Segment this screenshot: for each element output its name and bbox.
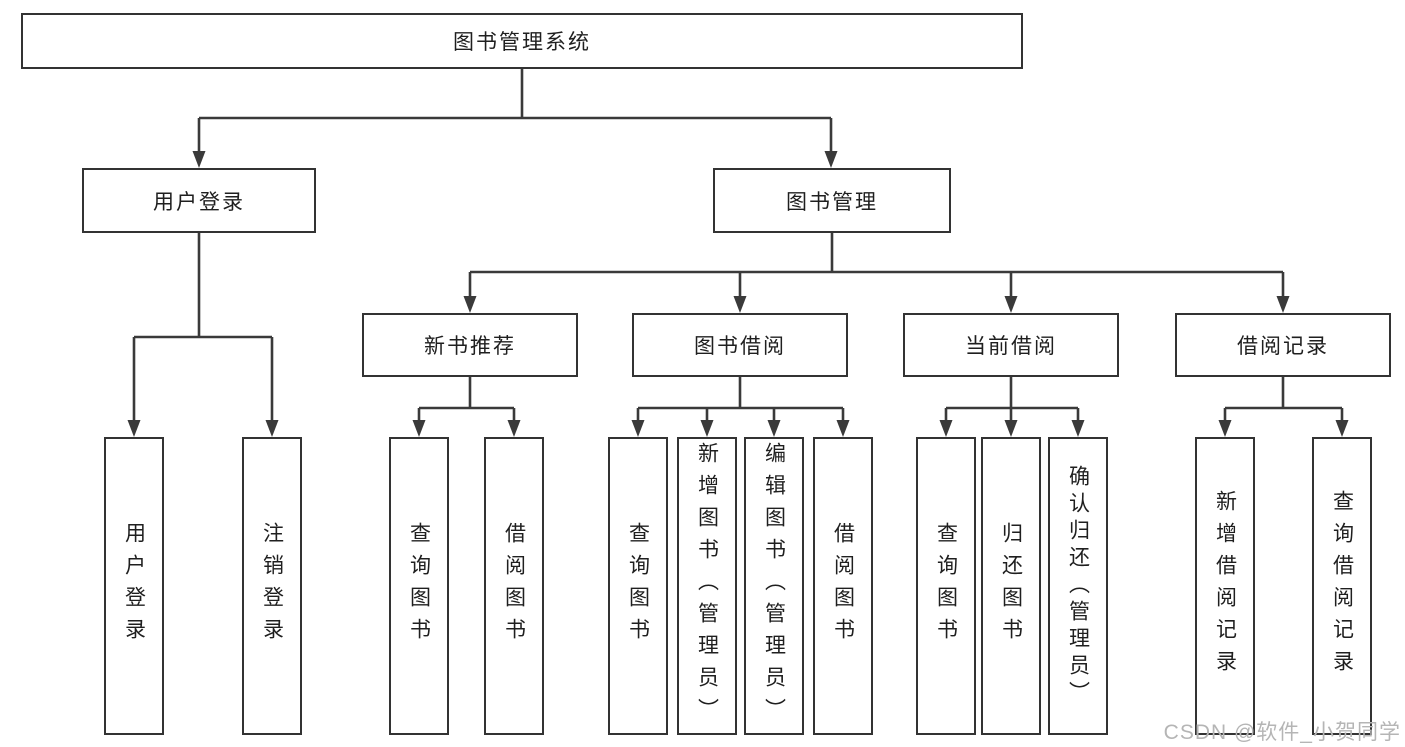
leaf-borrow-books: 借阅图书 xyxy=(484,437,544,735)
leaf-borrow-books-label: 借阅图书 xyxy=(502,522,526,650)
leaf-user-login: 用户登录 xyxy=(104,437,164,735)
leaf-query-books-2: 查询图书 xyxy=(608,437,668,735)
node-book-management: 图书管理 xyxy=(713,168,951,233)
leaf-confirm-return-admin: 确认归还（管理员） xyxy=(1048,437,1108,735)
node-current-borrowing: 当前借阅 xyxy=(903,313,1119,377)
leaf-edit-books-admin-label: 编辑图书（管理员） xyxy=(762,442,786,730)
leaf-query-books-2-label: 查询图书 xyxy=(626,522,650,650)
node-book-borrowing: 图书借阅 xyxy=(632,313,848,377)
leaf-add-borrow-record-label: 新增借阅记录 xyxy=(1213,490,1237,682)
leaf-edit-books-admin: 编辑图书（管理员） xyxy=(744,437,804,735)
leaf-add-borrow-record: 新增借阅记录 xyxy=(1195,437,1255,735)
leaf-return-books: 归还图书 xyxy=(981,437,1041,735)
leaf-logout-login: 注销登录 xyxy=(242,437,302,735)
leaf-add-books-admin: 新增图书（管理员） xyxy=(677,437,737,735)
node-user-login: 用户登录 xyxy=(82,168,316,233)
leaf-query-books-3: 查询图书 xyxy=(916,437,976,735)
node-new-book-recommend: 新书推荐 xyxy=(362,313,578,377)
leaf-user-login-label: 用户登录 xyxy=(122,522,146,650)
leaf-query-books: 查询图书 xyxy=(389,437,449,735)
leaf-query-borrow-record-label: 查询借阅记录 xyxy=(1330,490,1354,682)
leaf-confirm-return-admin-label: 确认归还（管理员） xyxy=(1066,464,1090,708)
leaf-return-books-label: 归还图书 xyxy=(999,522,1023,650)
node-library-management-system: 图书管理系统 xyxy=(21,13,1023,69)
leaf-add-books-admin-label: 新增图书（管理员） xyxy=(695,442,719,730)
node-borrow-records: 借阅记录 xyxy=(1175,313,1391,377)
tree-edges xyxy=(132,69,1344,425)
leaf-query-books-3-label: 查询图书 xyxy=(934,522,958,650)
leaf-borrow-books-2-label: 借阅图书 xyxy=(831,522,855,650)
leaf-logout-login-label: 注销登录 xyxy=(260,522,284,650)
arrowhead-icons xyxy=(127,151,1349,437)
leaf-query-books-label: 查询图书 xyxy=(407,522,431,650)
csdn-watermark: CSDN @软件_小贺同学 xyxy=(1163,721,1401,744)
leaf-borrow-books-2: 借阅图书 xyxy=(813,437,873,735)
leaf-query-borrow-record: 查询借阅记录 xyxy=(1312,437,1372,735)
